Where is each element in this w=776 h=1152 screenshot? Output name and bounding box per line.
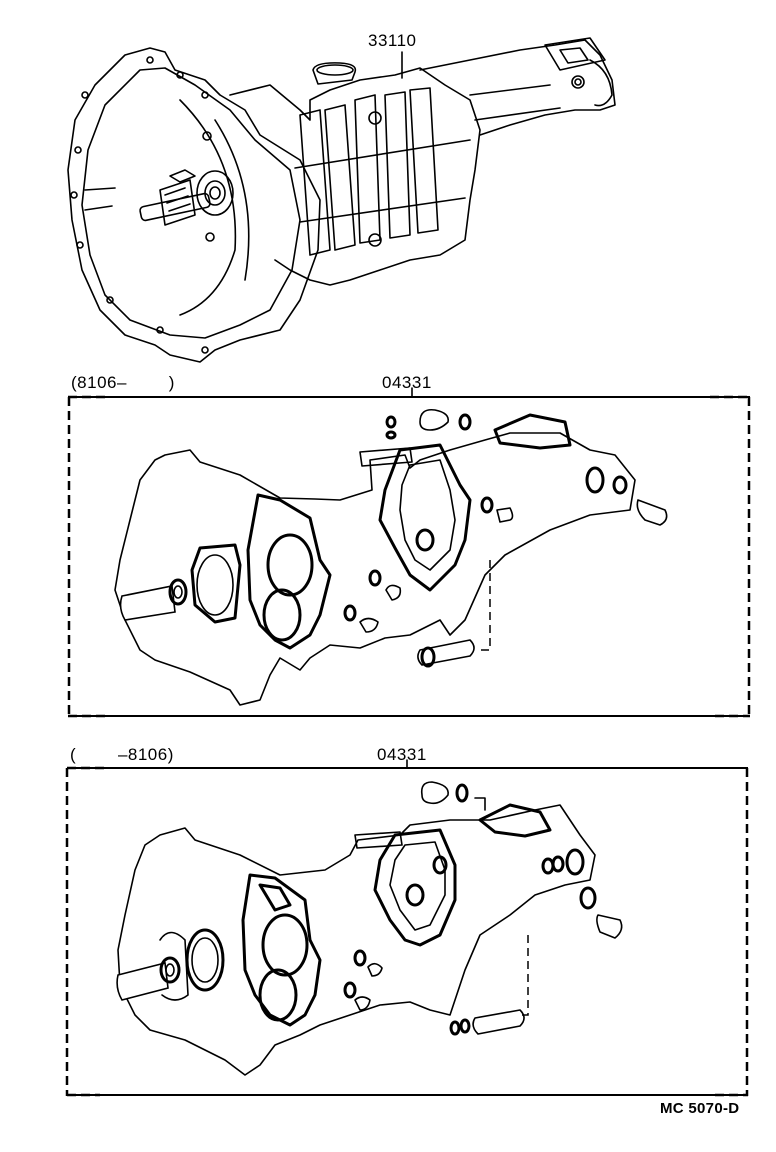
gasket-kit-2-box — [65, 759, 749, 1097]
gasket-kit-1-box — [67, 387, 751, 718]
gasket-kit-1-drawing — [114, 408, 668, 706]
transmission-assembly-drawing — [67, 37, 616, 363]
drawing-code: MC 5070-D — [660, 1100, 740, 1117]
gasket-kit-2-drawing — [116, 781, 623, 1076]
kit-1-part-number: 04331 — [382, 373, 432, 392]
kit-1-date-range: (8106– ) — [71, 373, 175, 392]
kit-2-part-number: 04331 — [377, 745, 427, 764]
kit-2-date-range: ( –8106) — [70, 745, 174, 764]
transmission-part-number: 33110 — [368, 31, 417, 50]
